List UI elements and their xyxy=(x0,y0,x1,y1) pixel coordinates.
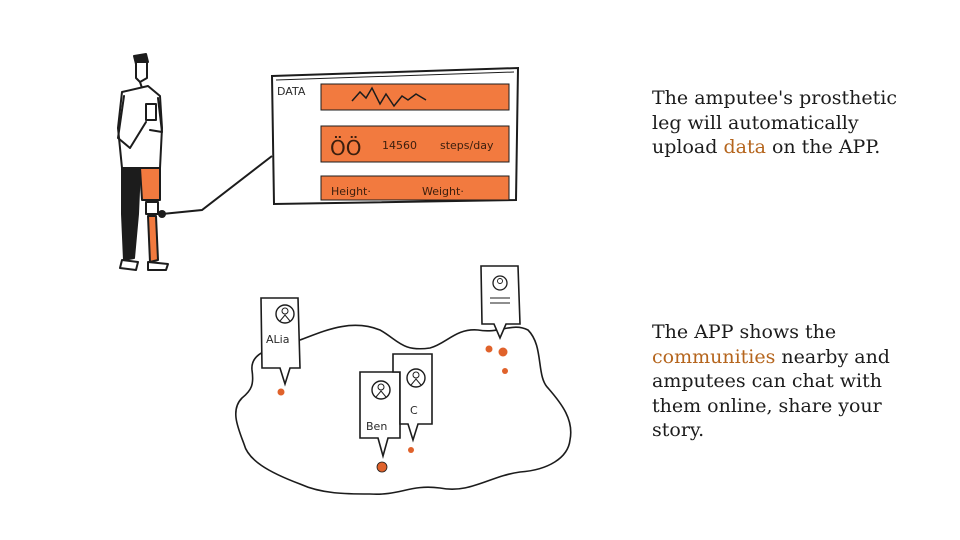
communities-text-after: nearby and amputees can chat with them o… xyxy=(652,345,890,442)
community-dot xyxy=(408,447,414,453)
avatar-icon xyxy=(492,275,508,291)
data-panel: DATA ÖÖ 14560 steps/day Height· Weight· xyxy=(270,66,520,206)
community-dot xyxy=(502,368,508,374)
activity-graph-bar xyxy=(320,83,510,111)
data-panel-title: DATA xyxy=(277,85,306,98)
steps-unit: steps/day xyxy=(440,139,494,152)
community-dot xyxy=(498,347,508,357)
description-communities: The APP shows the communities nearby and… xyxy=(652,320,922,443)
knee-sensor-dot xyxy=(158,210,166,218)
upload-text-before: The amputee's prosthetic leg will automa… xyxy=(652,87,897,158)
description-upload-data: The amputee's prosthetic leg will automa… xyxy=(652,86,922,160)
pin-label-alia: ALia xyxy=(266,333,289,346)
community-pin-c[interactable]: C xyxy=(392,353,433,443)
height-weight-bar xyxy=(320,175,510,201)
connector-line xyxy=(161,155,273,215)
pin-label-ben: Ben xyxy=(366,420,387,433)
community-dot xyxy=(277,388,285,396)
activity-waveform xyxy=(351,86,427,108)
community-pin-ben[interactable]: Ben xyxy=(359,371,401,459)
upload-text-after: on the APP. xyxy=(765,136,881,158)
steps-bar xyxy=(320,125,510,163)
steps-value: 14560 xyxy=(382,139,417,152)
upload-text-highlight: data xyxy=(723,136,766,158)
communities-text-highlight: communities xyxy=(652,345,776,368)
communities-text-before: The APP shows the xyxy=(652,321,837,343)
height-label: Height· xyxy=(331,185,371,198)
pin-label-c: C xyxy=(410,404,418,417)
weight-label: Weight· xyxy=(422,185,464,198)
community-dot xyxy=(485,345,493,353)
community-pin-alia[interactable]: ALia xyxy=(260,297,301,387)
footprints-icon: ÖÖ xyxy=(330,136,361,160)
amputee-figure xyxy=(117,53,169,271)
community-pin-profile[interactable] xyxy=(480,265,521,341)
community-dot xyxy=(376,461,388,473)
